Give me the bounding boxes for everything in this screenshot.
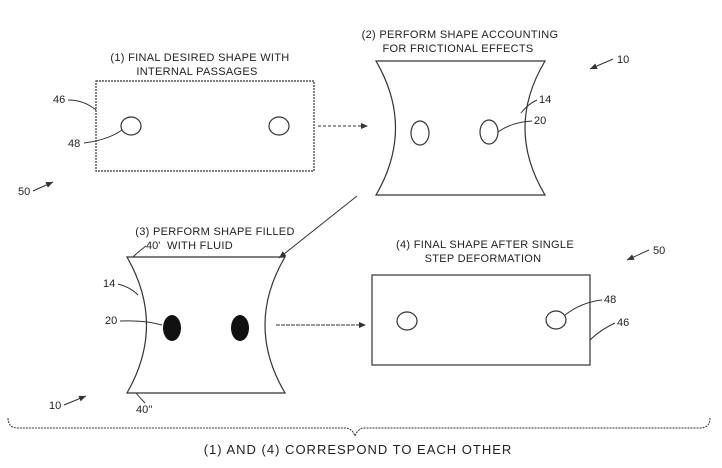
leader-46-step1 bbox=[67, 99, 97, 111]
ref-50-right: 50 bbox=[653, 245, 665, 257]
ref-48-step1: 48 bbox=[68, 138, 80, 150]
step1-passage-right bbox=[268, 116, 290, 136]
ref-14-step2: 14 bbox=[539, 94, 551, 106]
leader-40-prime bbox=[132, 245, 147, 258]
footer-caption: (1) AND (4) CORRESPOND TO EACH OTHER bbox=[204, 442, 513, 457]
leader-20-step2 bbox=[497, 120, 533, 133]
step2-frictional-shape bbox=[374, 60, 547, 196]
step3-title-line1: (3) PERFORM SHAPE FILLED bbox=[135, 226, 294, 238]
step1-passage-left bbox=[120, 116, 142, 136]
ref-46-step4: 46 bbox=[617, 317, 629, 329]
step3-fluid-passage-right bbox=[231, 315, 249, 341]
ref-10-bottom: 10 bbox=[49, 400, 61, 412]
pointer-10-bottom bbox=[63, 395, 87, 406]
leader-14-step3 bbox=[117, 283, 139, 296]
ref-48-step4: 48 bbox=[604, 294, 616, 306]
ref-20-step3: 20 bbox=[105, 315, 117, 327]
step2-passage-left bbox=[410, 120, 430, 146]
step2-title-line1: (2) PERFORM SHAPE ACCOUNTING bbox=[362, 29, 559, 41]
ref-46-step1: 46 bbox=[53, 94, 65, 106]
arrow-step2-to-step3 bbox=[278, 195, 358, 259]
step3-title-line2: WITH FLUID bbox=[167, 240, 233, 252]
leader-48-step4 bbox=[564, 299, 603, 316]
ref-40-prime: 40' bbox=[146, 240, 160, 252]
ref-10-top: 10 bbox=[617, 54, 629, 66]
leader-48-step1 bbox=[83, 129, 123, 144]
step4-passage-right bbox=[545, 310, 567, 330]
ref-50-left: 50 bbox=[18, 186, 30, 198]
step3-fluid-passage-left bbox=[163, 315, 181, 341]
pointer-50-left bbox=[32, 181, 54, 192]
step1-title-line2: INTERNAL PASSAGES bbox=[136, 66, 257, 78]
pointer-10-top bbox=[589, 58, 614, 70]
ref-20-step2: 20 bbox=[534, 115, 546, 127]
ref-40-double-prime: 40'' bbox=[136, 404, 152, 416]
step2-passage-right bbox=[479, 119, 499, 145]
leader-20-step3 bbox=[119, 320, 163, 326]
pointer-50-right bbox=[626, 249, 650, 261]
step4-title-line2: STEP DEFORMATION bbox=[425, 253, 542, 265]
step4-passage-left bbox=[396, 311, 418, 331]
step2-title-line2: FOR FRICTIONAL EFFECTS bbox=[382, 43, 533, 55]
leader-40-double-prime bbox=[135, 392, 146, 404]
ref-14-step3: 14 bbox=[103, 278, 115, 290]
step3-fluid-shape bbox=[125, 256, 287, 394]
leader-46-step4 bbox=[589, 322, 616, 341]
leader-14-step2 bbox=[520, 99, 538, 114]
step1-title-line1: (1) FINAL DESIRED SHAPE WITH bbox=[110, 52, 289, 64]
bottom-brace bbox=[7, 417, 711, 438]
step4-title-line1: (4) FINAL SHAPE AFTER SINGLE bbox=[396, 239, 574, 251]
